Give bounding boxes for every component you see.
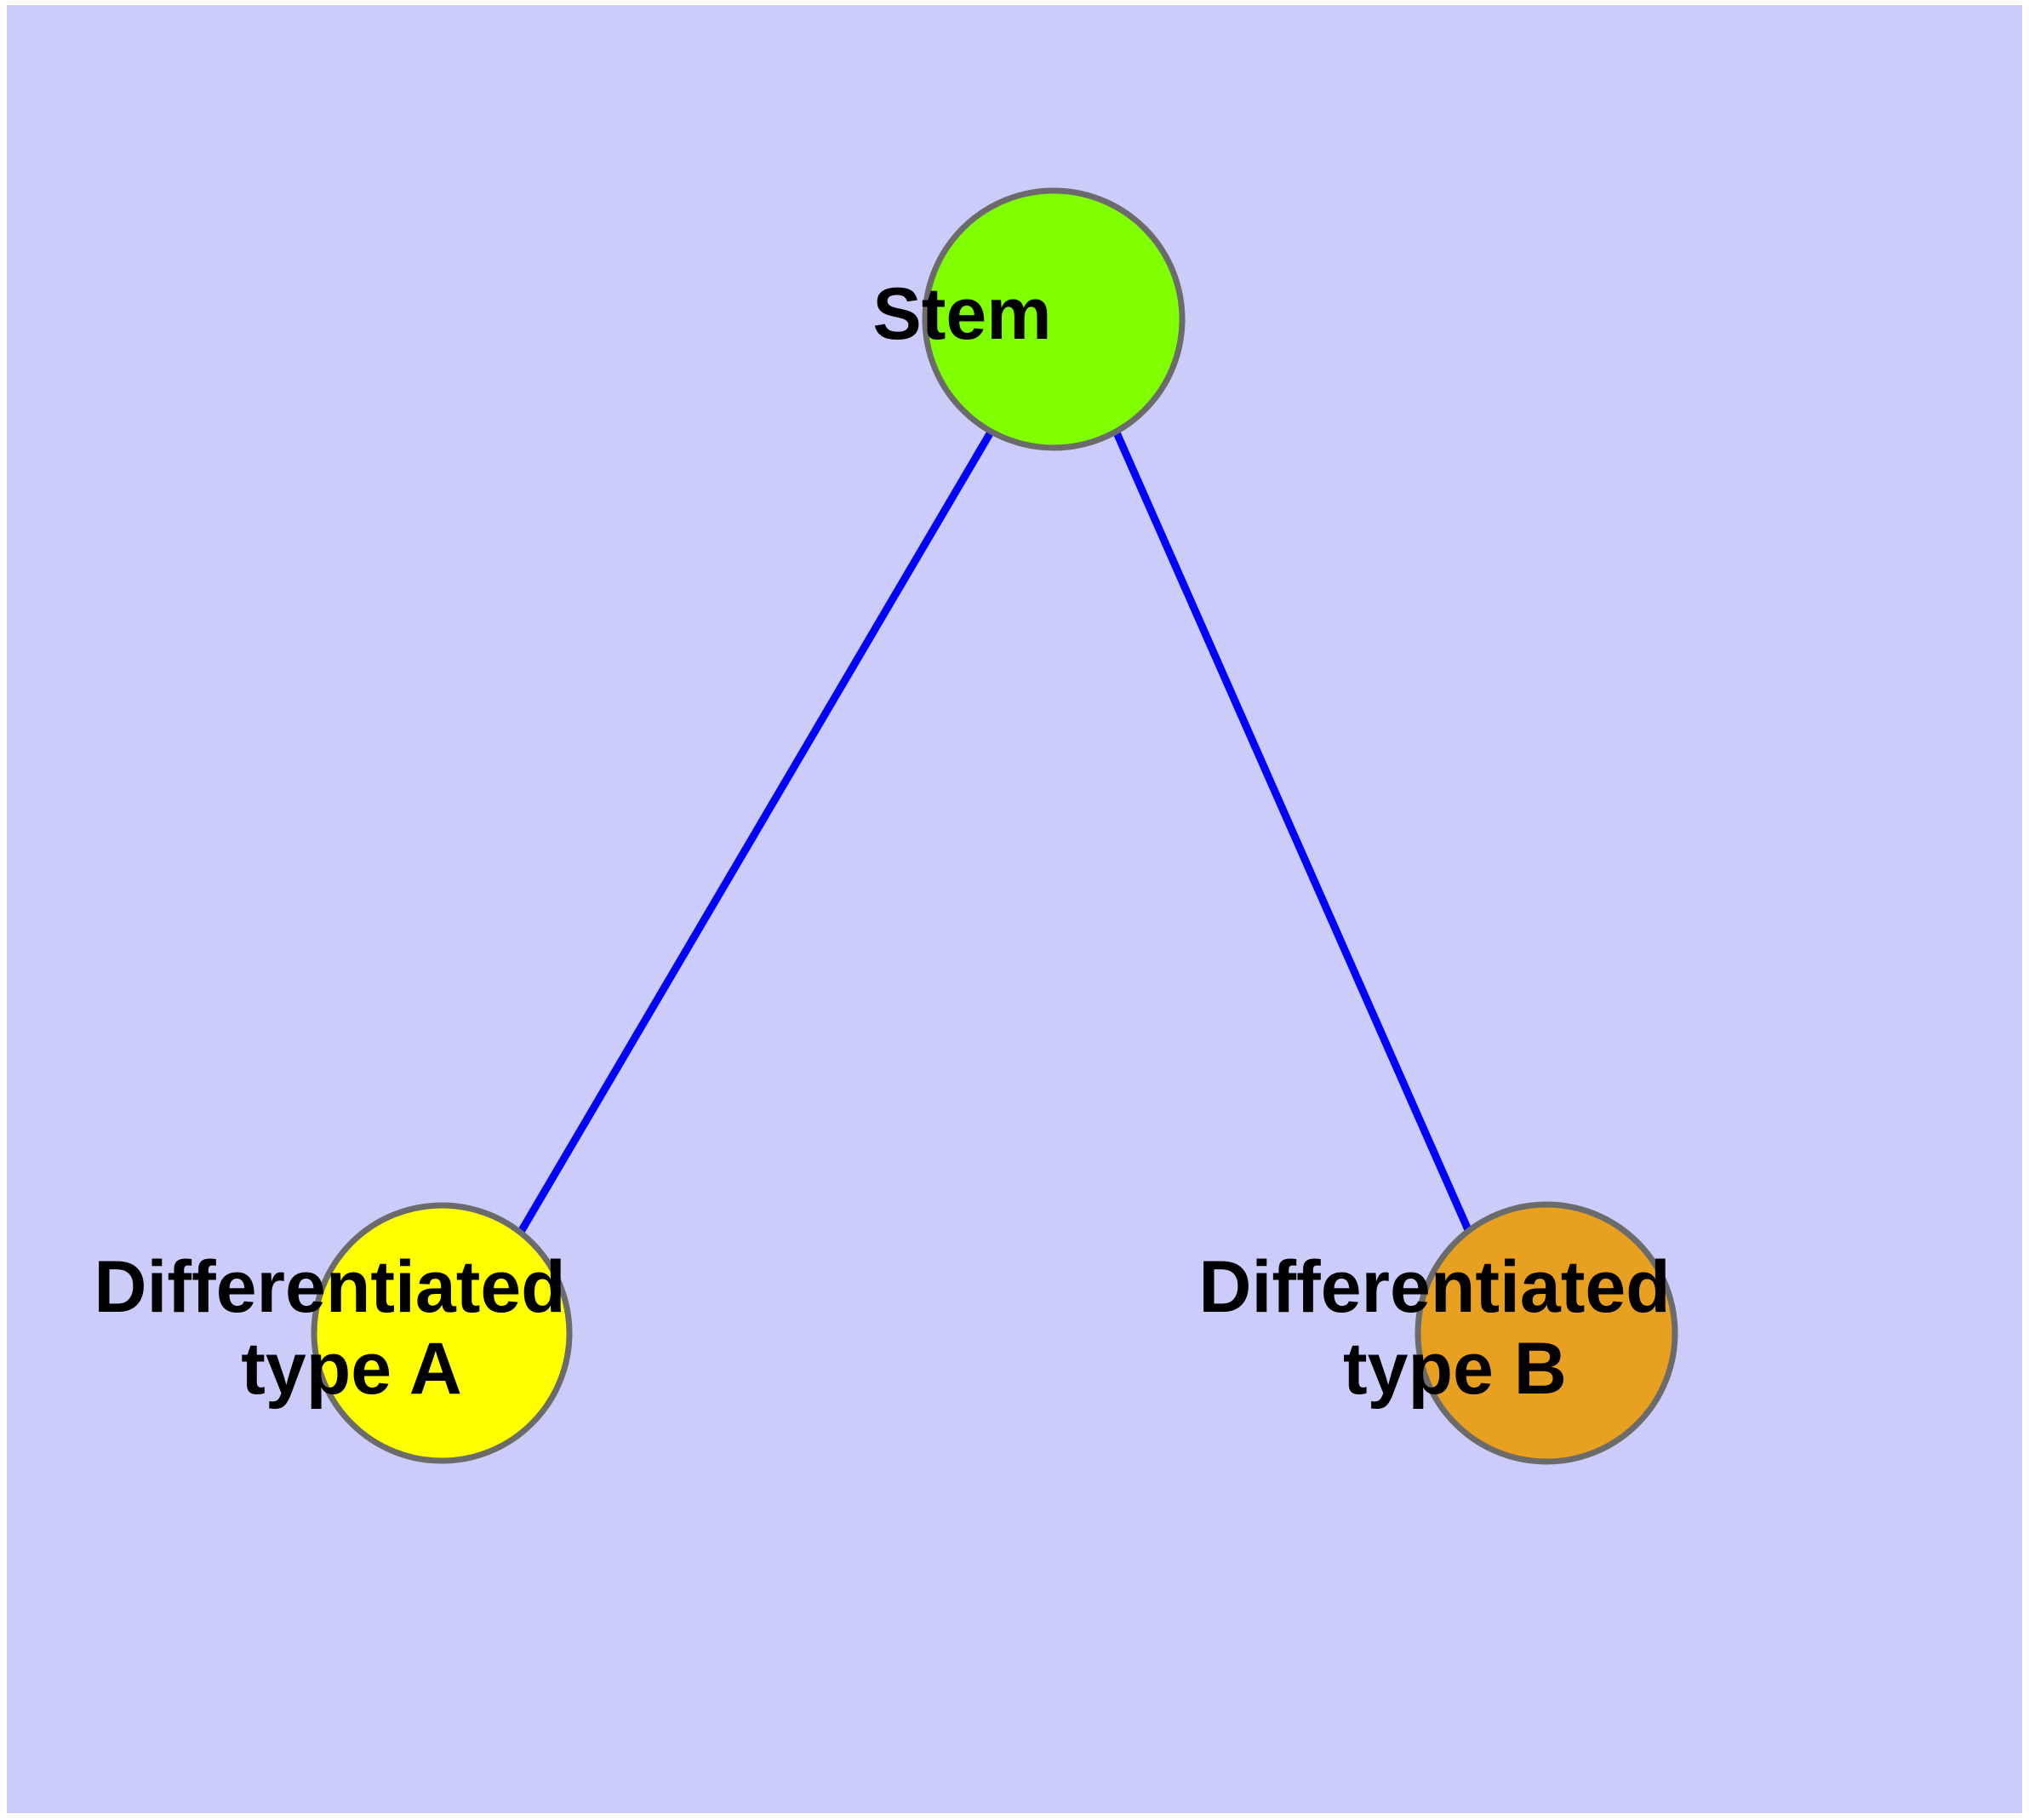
- edge-layer: [517, 428, 1473, 1234]
- node-circle-differentiated-type-a[interactable]: [311, 1202, 573, 1464]
- node-label-differentiated-type-a: Differentiated type A: [7, 5, 790, 1410]
- edge-stem-to-differentiated-type-a[interactable]: [517, 428, 995, 1234]
- edge-stem-to-differentiated-type-b[interactable]: [1112, 429, 1473, 1233]
- node-circle-differentiated-type-b[interactable]: [1415, 1201, 1678, 1465]
- node-stem[interactable]: [922, 187, 1186, 451]
- node-link-graph: Differentiated type A Differentiated typ…: [7, 5, 1895, 1465]
- node-differentiated-type-a[interactable]: [311, 1202, 573, 1464]
- diagram-plot-area: Differentiated type A Differentiated typ…: [7, 5, 2022, 1813]
- node-label-differentiated-type-b: Differentiated type B: [7, 5, 1895, 1410]
- node-label-line: Differentiated: [1198, 1246, 1670, 1328]
- node-layer: [311, 187, 1678, 1465]
- node-label-line: Differentiated: [94, 1246, 565, 1328]
- node-differentiated-type-b[interactable]: [1415, 1201, 1678, 1465]
- node-label-line: type A: [241, 1328, 460, 1410]
- node-circle-stem[interactable]: [922, 187, 1186, 451]
- node-label-line: type B: [1343, 1328, 1567, 1410]
- node-label-line: Stem: [872, 273, 1051, 355]
- label-layer: Differentiated type A Differentiated typ…: [7, 5, 1895, 1410]
- node-label-stem: Stem: [7, 5, 1235, 355]
